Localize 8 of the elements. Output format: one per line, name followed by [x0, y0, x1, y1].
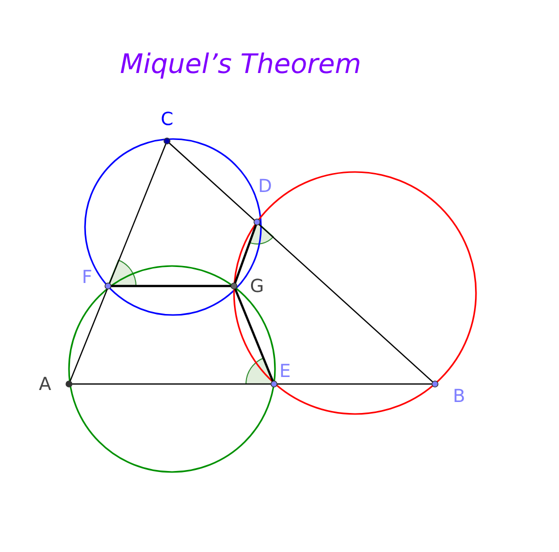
- point-label: E: [279, 363, 291, 381]
- point-label: F: [82, 269, 92, 287]
- point-label: A: [38, 376, 52, 394]
- point-label: B: [452, 388, 466, 406]
- point-label: G: [250, 278, 264, 296]
- point-label: D: [258, 178, 272, 196]
- title: Miquel’s Theorem: [120, 49, 362, 80]
- point-label: C: [160, 111, 174, 129]
